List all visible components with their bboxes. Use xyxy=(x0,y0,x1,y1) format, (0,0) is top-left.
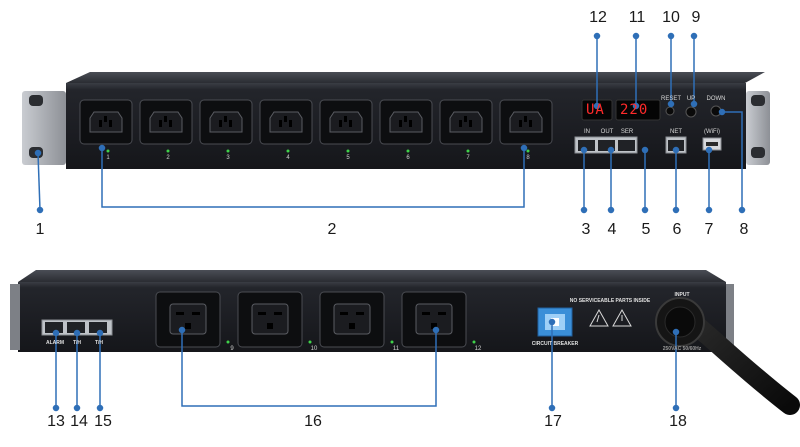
wifi-port-label: (WiFi) xyxy=(704,129,720,135)
rear-outlet-leds xyxy=(226,340,476,344)
callout-4: 4 xyxy=(607,221,617,238)
rear-right-ear xyxy=(726,284,734,350)
outlet-number: 3 xyxy=(226,155,230,161)
c13-outlet-2 xyxy=(139,99,193,145)
front-left-rack-ear xyxy=(22,91,66,165)
callout-5: 5 xyxy=(641,221,651,238)
rear-top-surface xyxy=(18,270,726,282)
callout-12: 12 xyxy=(589,9,607,26)
front-outlets xyxy=(79,99,553,145)
front-right-rack-ear xyxy=(746,91,770,165)
callout-14: 14 xyxy=(70,413,88,430)
callout-17: 17 xyxy=(544,413,562,430)
callout-15: 15 xyxy=(94,413,112,430)
c19-outlet-11 xyxy=(319,291,385,348)
c13-outlet-3 xyxy=(199,99,253,145)
callout-10: 10 xyxy=(662,9,680,26)
callout-3: 3 xyxy=(581,221,591,238)
out-port-label: OUT xyxy=(600,129,614,135)
c19-outlet-10 xyxy=(237,291,303,348)
display-left-value: UA xyxy=(586,102,605,118)
circuit-breaker-label: CIRCUIT BREAKER xyxy=(531,341,579,347)
c19-outlet-12 xyxy=(401,291,467,348)
alarm-port-label: ALARM xyxy=(45,340,65,346)
callout-13: 13 xyxy=(47,413,65,430)
outlet-number: 8 xyxy=(526,155,530,161)
c19-outlet-9 xyxy=(155,291,221,348)
up-label: UP xyxy=(686,96,696,102)
led-display-group xyxy=(581,99,661,121)
callout-18: 18 xyxy=(669,413,687,430)
outlet-number: 7 xyxy=(466,155,470,161)
callout-7: 7 xyxy=(704,221,714,238)
callout-2: 2 xyxy=(327,221,337,238)
callout-16: 16 xyxy=(304,413,322,430)
outlet-number: 12 xyxy=(474,346,482,352)
c13-outlet-8 xyxy=(499,99,553,145)
warning-icon xyxy=(589,308,632,327)
input-rating-label: 250VAC 50/60Hz xyxy=(662,346,702,352)
outlet-number: 1 xyxy=(106,155,110,161)
input-label: INPUT xyxy=(674,292,690,298)
outlet-number: 11 xyxy=(392,346,400,352)
outlet-number: 6 xyxy=(406,155,410,161)
outlet-number: 10 xyxy=(310,346,318,352)
reset-label: RESET xyxy=(660,96,682,102)
callout-1: 1 xyxy=(35,221,45,238)
front-rj45-ports xyxy=(574,136,687,154)
rear-panel xyxy=(10,270,800,415)
callout-9: 9 xyxy=(691,9,701,26)
outlet-number: 9 xyxy=(230,346,234,352)
callout-6: 6 xyxy=(672,221,682,238)
outlet-number: 4 xyxy=(286,155,290,161)
c13-outlet-4 xyxy=(259,99,313,145)
callout-lines xyxy=(34,32,746,412)
c13-outlet-6 xyxy=(379,99,433,145)
callout-11: 11 xyxy=(628,9,646,26)
in-port-label: IN xyxy=(584,129,590,135)
front-panel xyxy=(22,72,770,169)
down-label: DOWN xyxy=(706,96,726,102)
front-buttons xyxy=(665,105,722,118)
display-right-value: 220 xyxy=(620,102,649,118)
c13-outlet-7 xyxy=(439,99,493,145)
th2-port-label: T/H xyxy=(94,340,104,346)
rear-outlets xyxy=(155,291,467,348)
input-power-cable xyxy=(655,297,800,415)
outlet-number: 2 xyxy=(166,155,170,161)
th-port-label: T/H xyxy=(72,340,82,346)
c13-outlet-1 xyxy=(79,99,133,145)
ser-port-label: SER xyxy=(620,129,634,135)
usb-port xyxy=(702,137,722,151)
outlet-number: 5 xyxy=(346,155,350,161)
warning-label: NO SERVICEABLE PARTS INSIDE xyxy=(569,298,651,304)
front-top-surface xyxy=(66,72,765,83)
front-outlet-leds xyxy=(106,149,530,153)
net-port-label: NET xyxy=(670,129,682,135)
rear-left-ear xyxy=(10,284,20,350)
c13-outlet-5 xyxy=(319,99,373,145)
callout-8: 8 xyxy=(739,221,749,238)
